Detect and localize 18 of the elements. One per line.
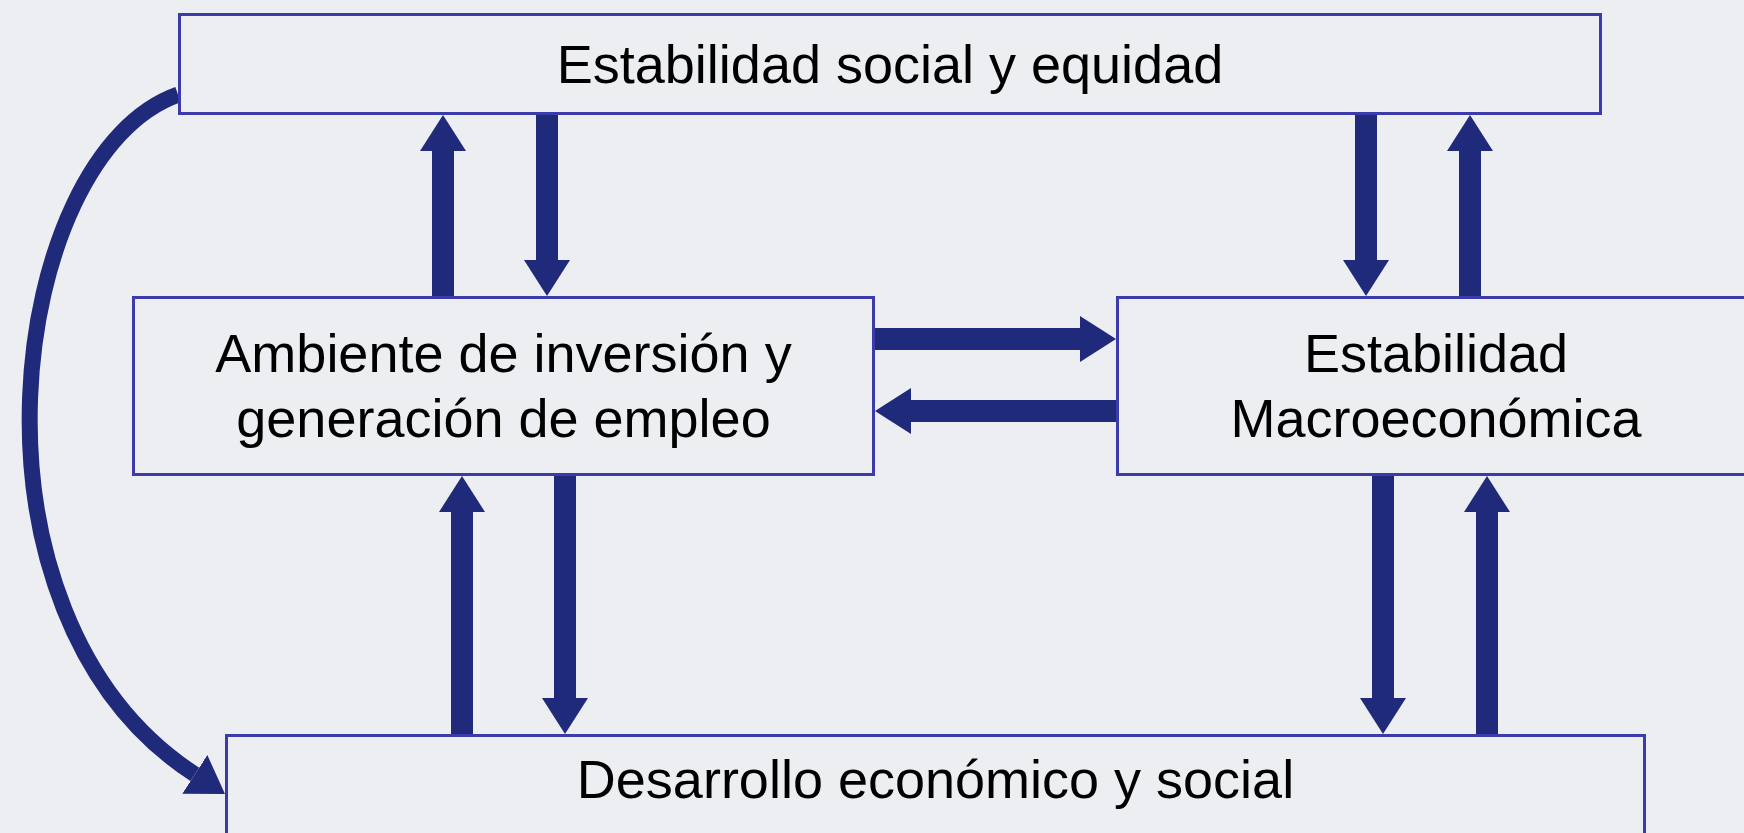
arrow (875, 316, 1116, 362)
arrow (542, 476, 588, 734)
text-box (1116, 296, 1744, 476)
arrow (524, 115, 570, 296)
arrow (439, 476, 485, 734)
text-box (225, 734, 1646, 833)
arrow (1360, 476, 1406, 734)
arrow (1447, 115, 1493, 296)
arrow (1343, 115, 1389, 296)
box-label: Estabilidad social y equidad (555, 32, 1225, 96)
arrow (1464, 476, 1510, 734)
text-box (178, 13, 1602, 115)
box-label: Estabilidad Macroeconómica (1229, 322, 1643, 450)
box-label: Ambiente de inversión y generación de empleo (214, 322, 793, 450)
arrow (875, 388, 1116, 434)
arrow (420, 115, 466, 296)
box-label: Desarrollo económico y social (575, 748, 1296, 811)
text-box (132, 296, 875, 476)
